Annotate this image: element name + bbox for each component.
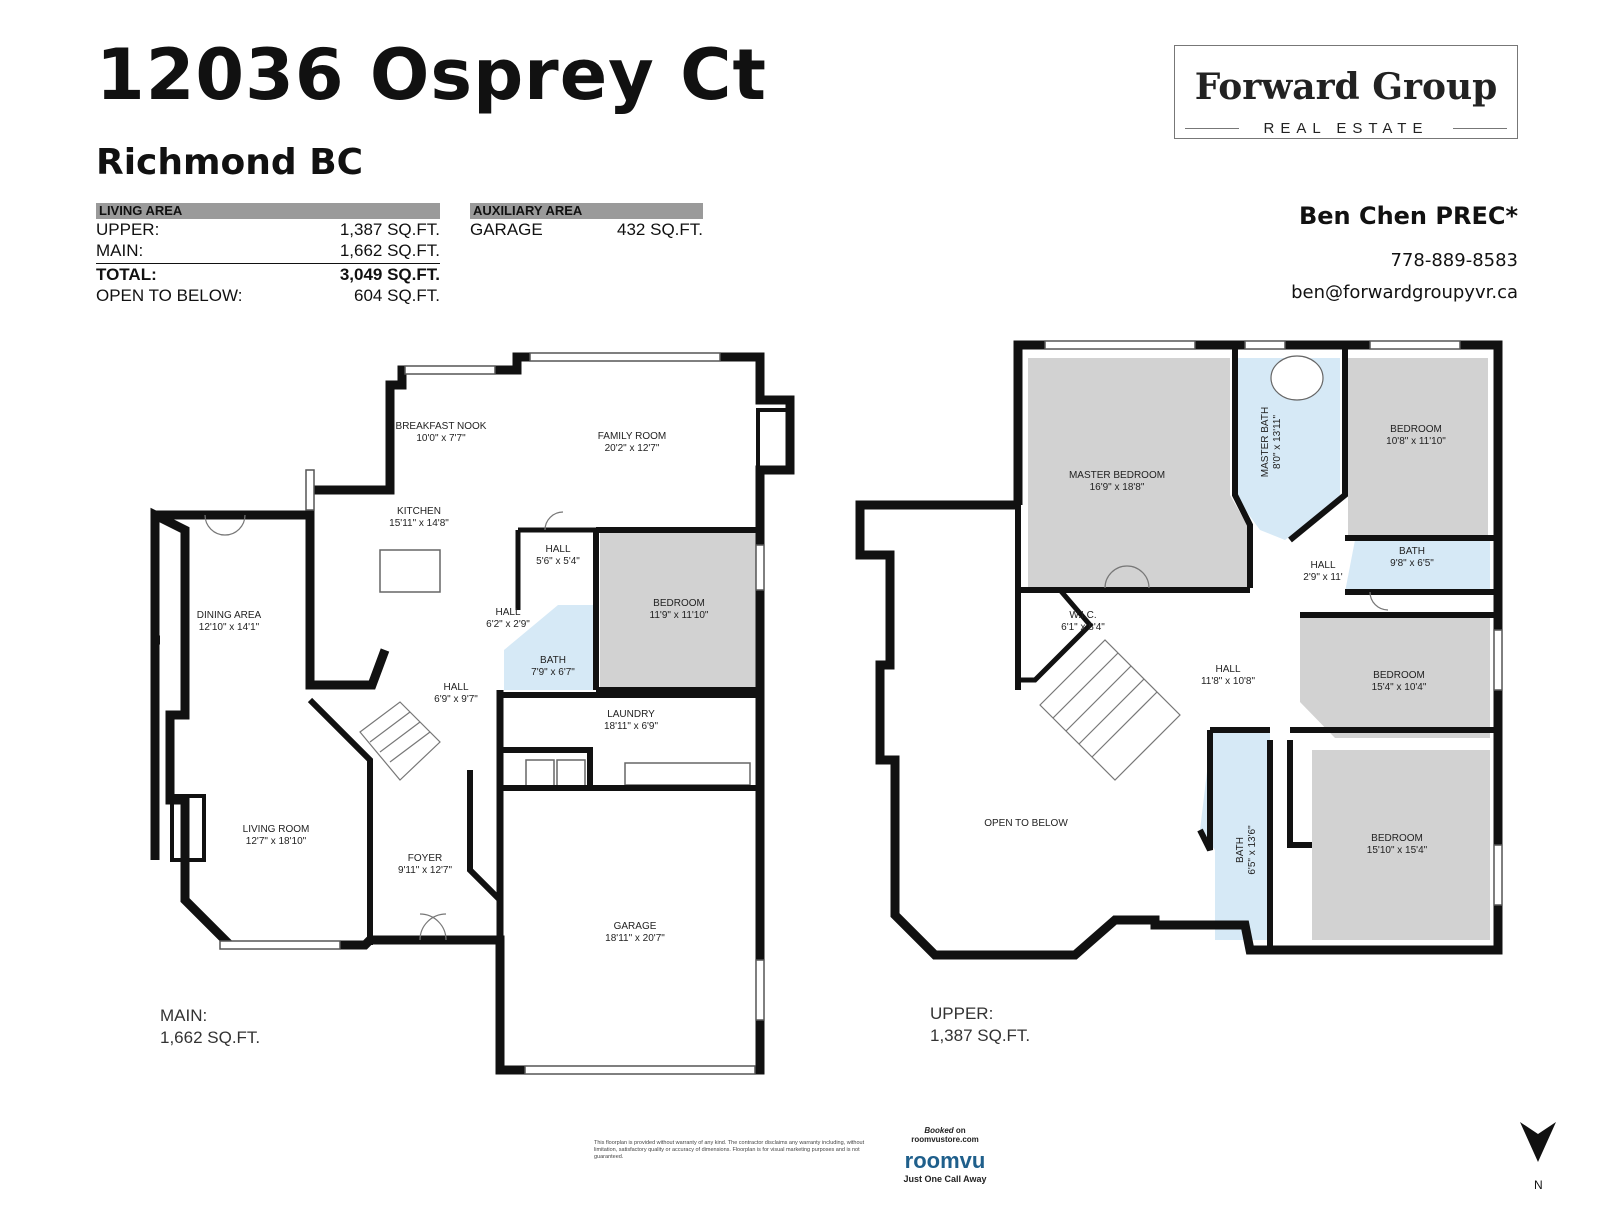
roomvu-logo: roomvu — [904, 1148, 986, 1173]
logo-rule-right — [1453, 128, 1507, 129]
brand-tagline: REAL ESTATE — [1263, 120, 1429, 137]
upper-bedroom-1-fill — [1348, 358, 1488, 538]
upper-bedroom-2-fill — [1300, 618, 1490, 738]
roomvu-badge: Booked on roomvustore.com roomvu Just On… — [890, 1126, 1000, 1184]
property-address: 12036 Osprey Ct — [96, 34, 768, 116]
master-bath-fill — [1238, 358, 1340, 540]
row-value: 604 SQ.FT. — [354, 286, 440, 305]
upper-floor-plan — [855, 340, 1503, 960]
roomvu-tagline: Just One Call Away — [903, 1174, 987, 1184]
living-area-row-main: MAIN: 1,662 SQ.FT. — [96, 240, 440, 261]
upper-bedroom-3-fill — [1312, 750, 1490, 940]
disclaimer-text: This floorplan is provided without warra… — [594, 1140, 865, 1160]
row-value: 1,387 SQ.FT. — [339, 220, 440, 239]
upper-bath-fill — [1345, 540, 1490, 592]
kitchen-island — [379, 549, 441, 593]
upper-floor-rooms — [1028, 355, 1490, 940]
washer — [525, 759, 555, 789]
row-label: MAIN: — [96, 241, 144, 260]
dryer — [556, 759, 586, 789]
room-label-wic: W.I.C.6'1" x 8'4" — [1061, 610, 1105, 633]
main-floor-rooms — [170, 408, 790, 862]
main-bedroom-fill — [600, 530, 760, 688]
total-value: 3,049 SQ.FT. — [339, 265, 440, 284]
upper-floor-area: 1,387 SQ.FT. — [930, 1026, 1031, 1045]
upper-stairs — [1039, 639, 1181, 781]
auxiliary-area-row-garage: GARAGE 432 SQ.FT. — [470, 219, 703, 240]
main-stairs — [359, 701, 441, 781]
agent-phone[interactable]: 778-889-8583 — [1390, 250, 1518, 271]
main-windows — [219, 352, 765, 1075]
row-label: OPEN TO BELOW: — [96, 286, 243, 305]
main-floor-caption: MAIN: 1,662 SQ.FT. — [160, 1005, 260, 1049]
living-area-heading: LIVING AREA — [96, 203, 440, 219]
row-value: 432 SQ.FT. — [617, 220, 703, 239]
total-label: TOTAL: — [96, 265, 157, 284]
main-floor-area: 1,662 SQ.FT. — [160, 1028, 261, 1047]
booked-line: Booked on roomvustore.com — [890, 1126, 1000, 1144]
north-arrow-icon — [1520, 1122, 1556, 1162]
row-value: 1,662 SQ.FT. — [339, 241, 440, 260]
fireplace-family — [756, 408, 790, 472]
booked-suffix: on roomvustore.com — [911, 1126, 979, 1144]
upper-floor-walls — [855, 340, 1503, 960]
brand-name: Forward Group — [1194, 66, 1498, 108]
upper-bath-2-fill — [1200, 730, 1270, 940]
main-floor-walls — [150, 352, 795, 1075]
row-label: GARAGE — [470, 220, 543, 239]
living-area-total: TOTAL: 3,049 SQ.FT. — [96, 263, 440, 285]
main-floor-plan — [150, 352, 795, 1075]
living-area-row-upper: UPPER: 1,387 SQ.FT. — [96, 219, 440, 240]
open-to-below-row: OPEN TO BELOW: 604 SQ.FT. — [96, 285, 440, 306]
laundry-counter — [624, 762, 751, 786]
row-label: UPPER: — [96, 220, 160, 239]
soaker-tub — [1270, 355, 1324, 401]
main-bath-fill — [504, 605, 596, 690]
master-bedroom-fill — [1028, 358, 1250, 588]
property-city: Richmond BC — [96, 142, 364, 183]
upper-floor-title: UPPER: — [930, 1004, 994, 1023]
logo-rule-left — [1185, 128, 1239, 129]
agent-email[interactable]: ben@forwardgroupyvr.ca — [1291, 282, 1518, 303]
main-doors — [204, 511, 564, 941]
brand-logo: Forward Group REAL ESTATE — [1174, 45, 1518, 139]
upper-floor-caption: UPPER: 1,387 SQ.FT. — [930, 1003, 1030, 1047]
living-area-table: LIVING AREA UPPER: 1,387 SQ.FT. MAIN: 1,… — [96, 203, 440, 306]
upper-doors — [1104, 565, 1389, 611]
agent-name: Ben Chen PREC* — [1298, 202, 1518, 230]
auxiliary-area-heading: AUXILIARY AREA — [470, 203, 703, 219]
main-floor-title: MAIN: — [160, 1006, 208, 1025]
room-label-open-to-below: OPEN TO BELOW — [984, 818, 1068, 829]
booked-prefix: Booked — [924, 1126, 954, 1135]
upper-windows — [1044, 340, 1503, 906]
auxiliary-area-table: AUXILIARY AREA GARAGE 432 SQ.FT. — [470, 203, 703, 240]
north-label: N — [1534, 1178, 1543, 1192]
